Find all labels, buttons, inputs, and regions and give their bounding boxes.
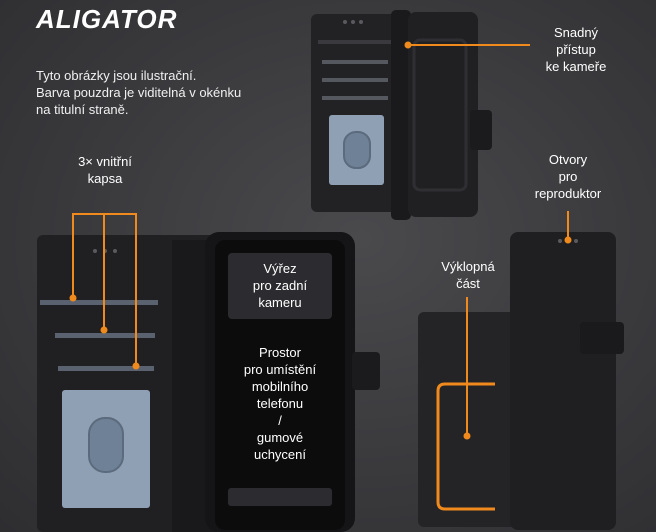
label-flip: Výklopná část — [441, 259, 495, 291]
label-rear-camera: Výřez pro zadní kameru — [252, 261, 308, 310]
label-pockets: 3× vnitřní kapsa — [78, 154, 132, 186]
note-line: na titulní straně. — [36, 102, 129, 117]
left-open-case — [37, 232, 380, 532]
illustration-note: Tyto obrázky jsou ilustrační. Barva pouz… — [36, 67, 241, 118]
label-camera-access: Snadný přístup ke kameře — [545, 25, 607, 74]
label-phone-space: Prostor pro umístění mobilního telefonu … — [243, 345, 317, 462]
note-line: Barva pouzdra je viditelná v okénku — [36, 85, 242, 100]
brand-logo: ALIGATOR — [36, 4, 178, 34]
top-open-case — [311, 10, 492, 220]
leader-lines — [72, 44, 569, 511]
note-line: Tyto obrázky jsou ilustrační. — [36, 68, 197, 83]
label-speaker: Otvory pro reproduktor — [534, 152, 602, 201]
